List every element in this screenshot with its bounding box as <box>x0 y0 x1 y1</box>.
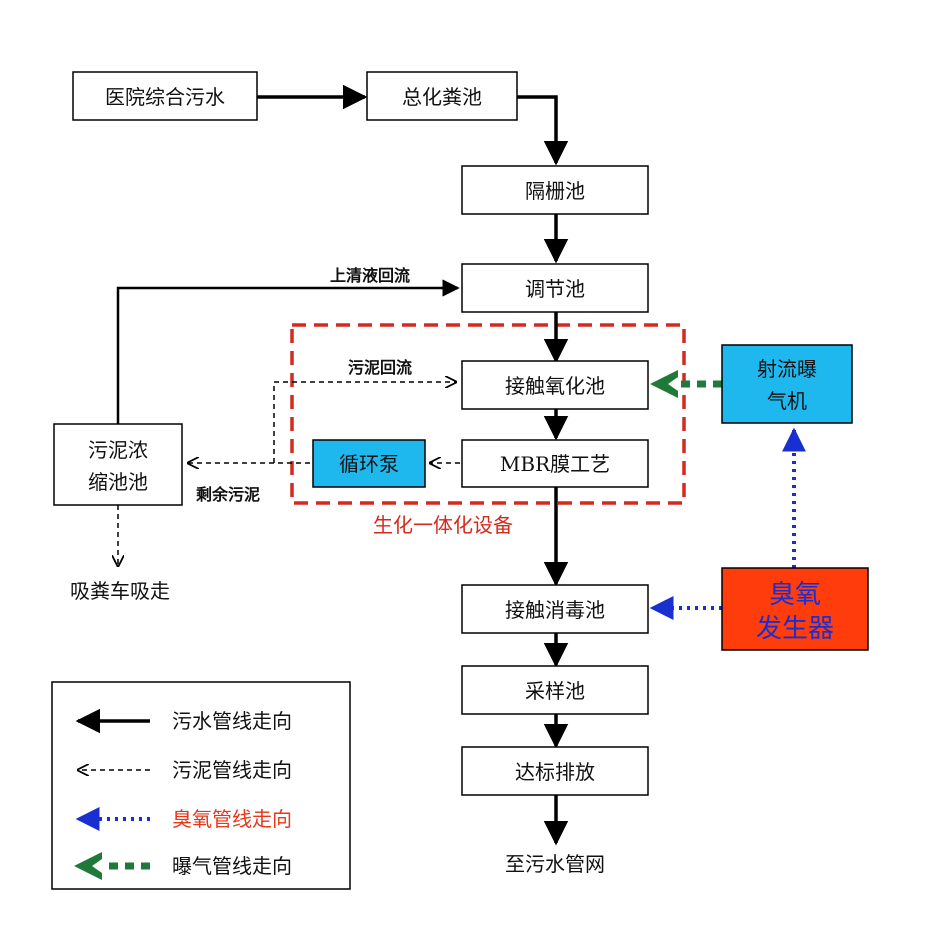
svg-text:隔栅池: 隔栅池 <box>525 179 585 203</box>
node-contact-oxidation: 接触氧化池 <box>461 360 649 410</box>
svg-text:医院综合污水: 医院综合污水 <box>105 85 225 109</box>
node-grille-tank: 隔栅池 <box>461 165 649 215</box>
legend-label-aeration: 曝气管线走向 <box>172 854 292 878</box>
node-mbr: MBR膜工艺 <box>461 439 649 488</box>
legend-label-ozone: 臭氧管线走向 <box>172 807 292 831</box>
integrated-equipment-label: 生化一体化设备 <box>373 513 513 537</box>
svg-text:接触氧化池: 接触氧化池 <box>505 374 605 398</box>
legend-label-sewage: 污水管线走向 <box>172 709 292 733</box>
svg-text:达标排放: 达标排放 <box>515 760 595 784</box>
node-septic-tank: 总化粪池 <box>366 71 518 121</box>
legend-aeration-swatch <box>74 852 150 880</box>
legend: 污水管线走向 污泥管线走向 臭氧管线走向 曝气管线走向 <box>51 681 351 890</box>
svg-text:污泥浓: 污泥浓 <box>88 438 148 462</box>
svg-text:气机: 气机 <box>767 389 807 413</box>
node-regulating-tank: 调节池 <box>461 263 649 313</box>
svg-text:臭氧: 臭氧 <box>769 580 821 610</box>
svg-text:MBR膜工艺: MBR膜工艺 <box>500 452 610 476</box>
node-jet-aerator: 射流曝 气机 <box>721 344 853 424</box>
to-sewer-label: 至污水管网 <box>505 852 605 876</box>
node-contact-disinfection: 接触消毒池 <box>461 584 649 634</box>
node-ozone-generator: 臭氧 发生器 <box>721 567 869 651</box>
svg-text:缩池池: 缩池池 <box>88 470 148 494</box>
legend-label-sludge: 污泥管线走向 <box>172 758 292 782</box>
supernatant-return-line <box>116 279 460 424</box>
node-circulation-pump: 循环泵 <box>312 439 426 488</box>
suction-truck-label: 吸粪车吸走 <box>70 579 170 603</box>
excess-sludge-label: 剩余污泥 <box>196 485 260 504</box>
node-discharge: 达标排放 <box>461 746 649 796</box>
sludge-return-label: 污泥回流 <box>348 358 412 377</box>
svg-text:调节池: 调节池 <box>525 277 585 301</box>
svg-text:总化粪池: 总化粪池 <box>402 85 482 109</box>
aeration-line <box>650 370 722 398</box>
node-sludge-thickener: 污泥浓 缩池池 <box>53 423 183 506</box>
node-hospital-sewage: 医院综合污水 <box>72 71 258 121</box>
node-sampling-tank: 采样池 <box>461 665 649 715</box>
svg-text:射流曝: 射流曝 <box>757 357 817 381</box>
sludge-flow-lines <box>118 382 460 566</box>
svg-text:循环泵: 循环泵 <box>339 452 399 476</box>
supernatant-return-label: 上清液回流 <box>330 266 410 285</box>
ozone-lines <box>649 427 806 620</box>
svg-text:接触消毒池: 接触消毒池 <box>505 598 605 622</box>
sewage-flow-lines <box>257 84 569 846</box>
svg-text:发生器: 发生器 <box>756 614 834 644</box>
svg-text:采样池: 采样池 <box>525 679 585 703</box>
